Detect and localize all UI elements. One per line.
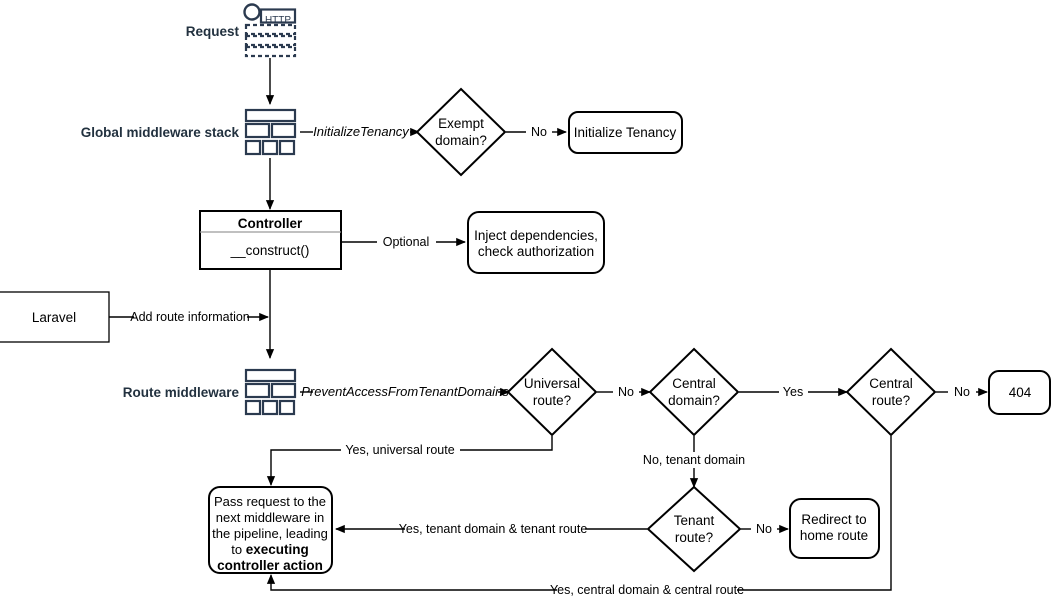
http-badge-label: HTTP bbox=[265, 15, 291, 26]
decision-tenant-route-line1: Tenant bbox=[674, 513, 715, 528]
node-laravel-label: Laravel bbox=[32, 310, 76, 325]
node-pass-request-line4-plain: to bbox=[231, 542, 245, 557]
node-pass-request-line1: Pass request to the bbox=[214, 494, 326, 509]
node-redirect-home[interactable] bbox=[789, 498, 880, 559]
decision-central-domain[interactable] bbox=[648, 347, 740, 437]
edge-label-central-domain-yes: Yes bbox=[783, 385, 803, 399]
decision-central-route-line2: route? bbox=[872, 393, 910, 408]
node-controller-method: __construct() bbox=[230, 243, 310, 258]
decision-central-route[interactable] bbox=[845, 347, 937, 437]
stage-label-route-middleware: Route middleware bbox=[123, 385, 240, 400]
edge-label-tenant-route-no: No bbox=[756, 522, 772, 536]
node-404-label: 404 bbox=[1009, 385, 1032, 400]
decision-exempt-domain-line1: Exempt bbox=[438, 116, 484, 131]
edge-label-bg-tenant bbox=[405, 520, 585, 536]
edge-label-exempt-no: No bbox=[531, 125, 547, 139]
node-pass-request-line4-bold: executing bbox=[246, 542, 309, 557]
edge-label-yes-tenant-domain-tenant-route: Yes, tenant domain & tenant route bbox=[399, 522, 588, 536]
decision-tenant-route[interactable] bbox=[646, 485, 742, 573]
node-initialize-tenancy-label: Initialize Tenancy bbox=[574, 125, 677, 140]
middleware-stack-icon-route bbox=[244, 368, 297, 416]
node-pass-request[interactable] bbox=[208, 486, 333, 574]
decision-universal-route-line2: route? bbox=[533, 393, 571, 408]
edge-label-add-route-information: Add route information bbox=[130, 310, 250, 324]
decision-central-route-line1: Central bbox=[869, 376, 913, 391]
edge-label-no-tenant-domain: No, tenant domain bbox=[643, 453, 745, 467]
decision-exempt-domain-line2: domain? bbox=[435, 133, 487, 148]
edge-label-universal-no: No bbox=[618, 385, 634, 399]
edge-label-prevent-access: PreventAccessFromTenantDomains bbox=[301, 384, 509, 399]
decision-universal-route-line1: Universal bbox=[524, 376, 580, 391]
node-pass-request-line3: the pipeline, leading bbox=[212, 526, 328, 541]
stage-label-global-middleware: Global middleware stack bbox=[81, 125, 240, 140]
node-inject-dependencies-line1: Inject dependencies, bbox=[474, 228, 598, 243]
decision-universal-route[interactable] bbox=[506, 347, 598, 437]
edge-label-initialize-tenancy: InitializeTenancy bbox=[313, 124, 410, 139]
node-inject-dependencies-line2: check authorization bbox=[478, 244, 594, 259]
node-404[interactable] bbox=[988, 370, 1051, 415]
node-controller[interactable] bbox=[199, 210, 342, 270]
decision-central-domain-line1: Central bbox=[672, 376, 716, 391]
middleware-stack-icon-global bbox=[244, 108, 297, 156]
node-controller-header: Controller bbox=[238, 216, 303, 231]
node-initialize-tenancy[interactable] bbox=[568, 111, 683, 154]
edge-label-bg-no-tenant-domain bbox=[639, 452, 750, 468]
node-redirect-home-line1: Redirect to bbox=[801, 512, 866, 527]
edge-label-bg-universal bbox=[341, 441, 460, 457]
node-laravel[interactable] bbox=[0, 291, 110, 343]
edge-label-yes-central-domain-central-route: Yes, central domain & central route bbox=[550, 583, 744, 597]
node-pass-request-line5: controller action bbox=[217, 558, 323, 573]
http-request-icon bbox=[243, 3, 297, 58]
node-pass-request-line2: next middleware in bbox=[216, 510, 324, 525]
decision-central-domain-line2: domain? bbox=[668, 393, 720, 408]
stage-label-request: Request bbox=[186, 24, 240, 39]
edge-label-yes-universal-route: Yes, universal route bbox=[345, 443, 454, 457]
edge-label-bg-central bbox=[557, 582, 737, 598]
edge-label-optional: Optional bbox=[383, 235, 430, 249]
decision-tenant-route-line2: route? bbox=[675, 530, 713, 545]
node-inject-dependencies[interactable] bbox=[467, 211, 605, 274]
decision-exempt-domain[interactable] bbox=[415, 87, 507, 177]
node-pass-request-line4: to executing bbox=[231, 542, 309, 557]
node-redirect-home-line2: home route bbox=[800, 528, 868, 543]
edge-label-central-route-no: No bbox=[954, 385, 970, 399]
